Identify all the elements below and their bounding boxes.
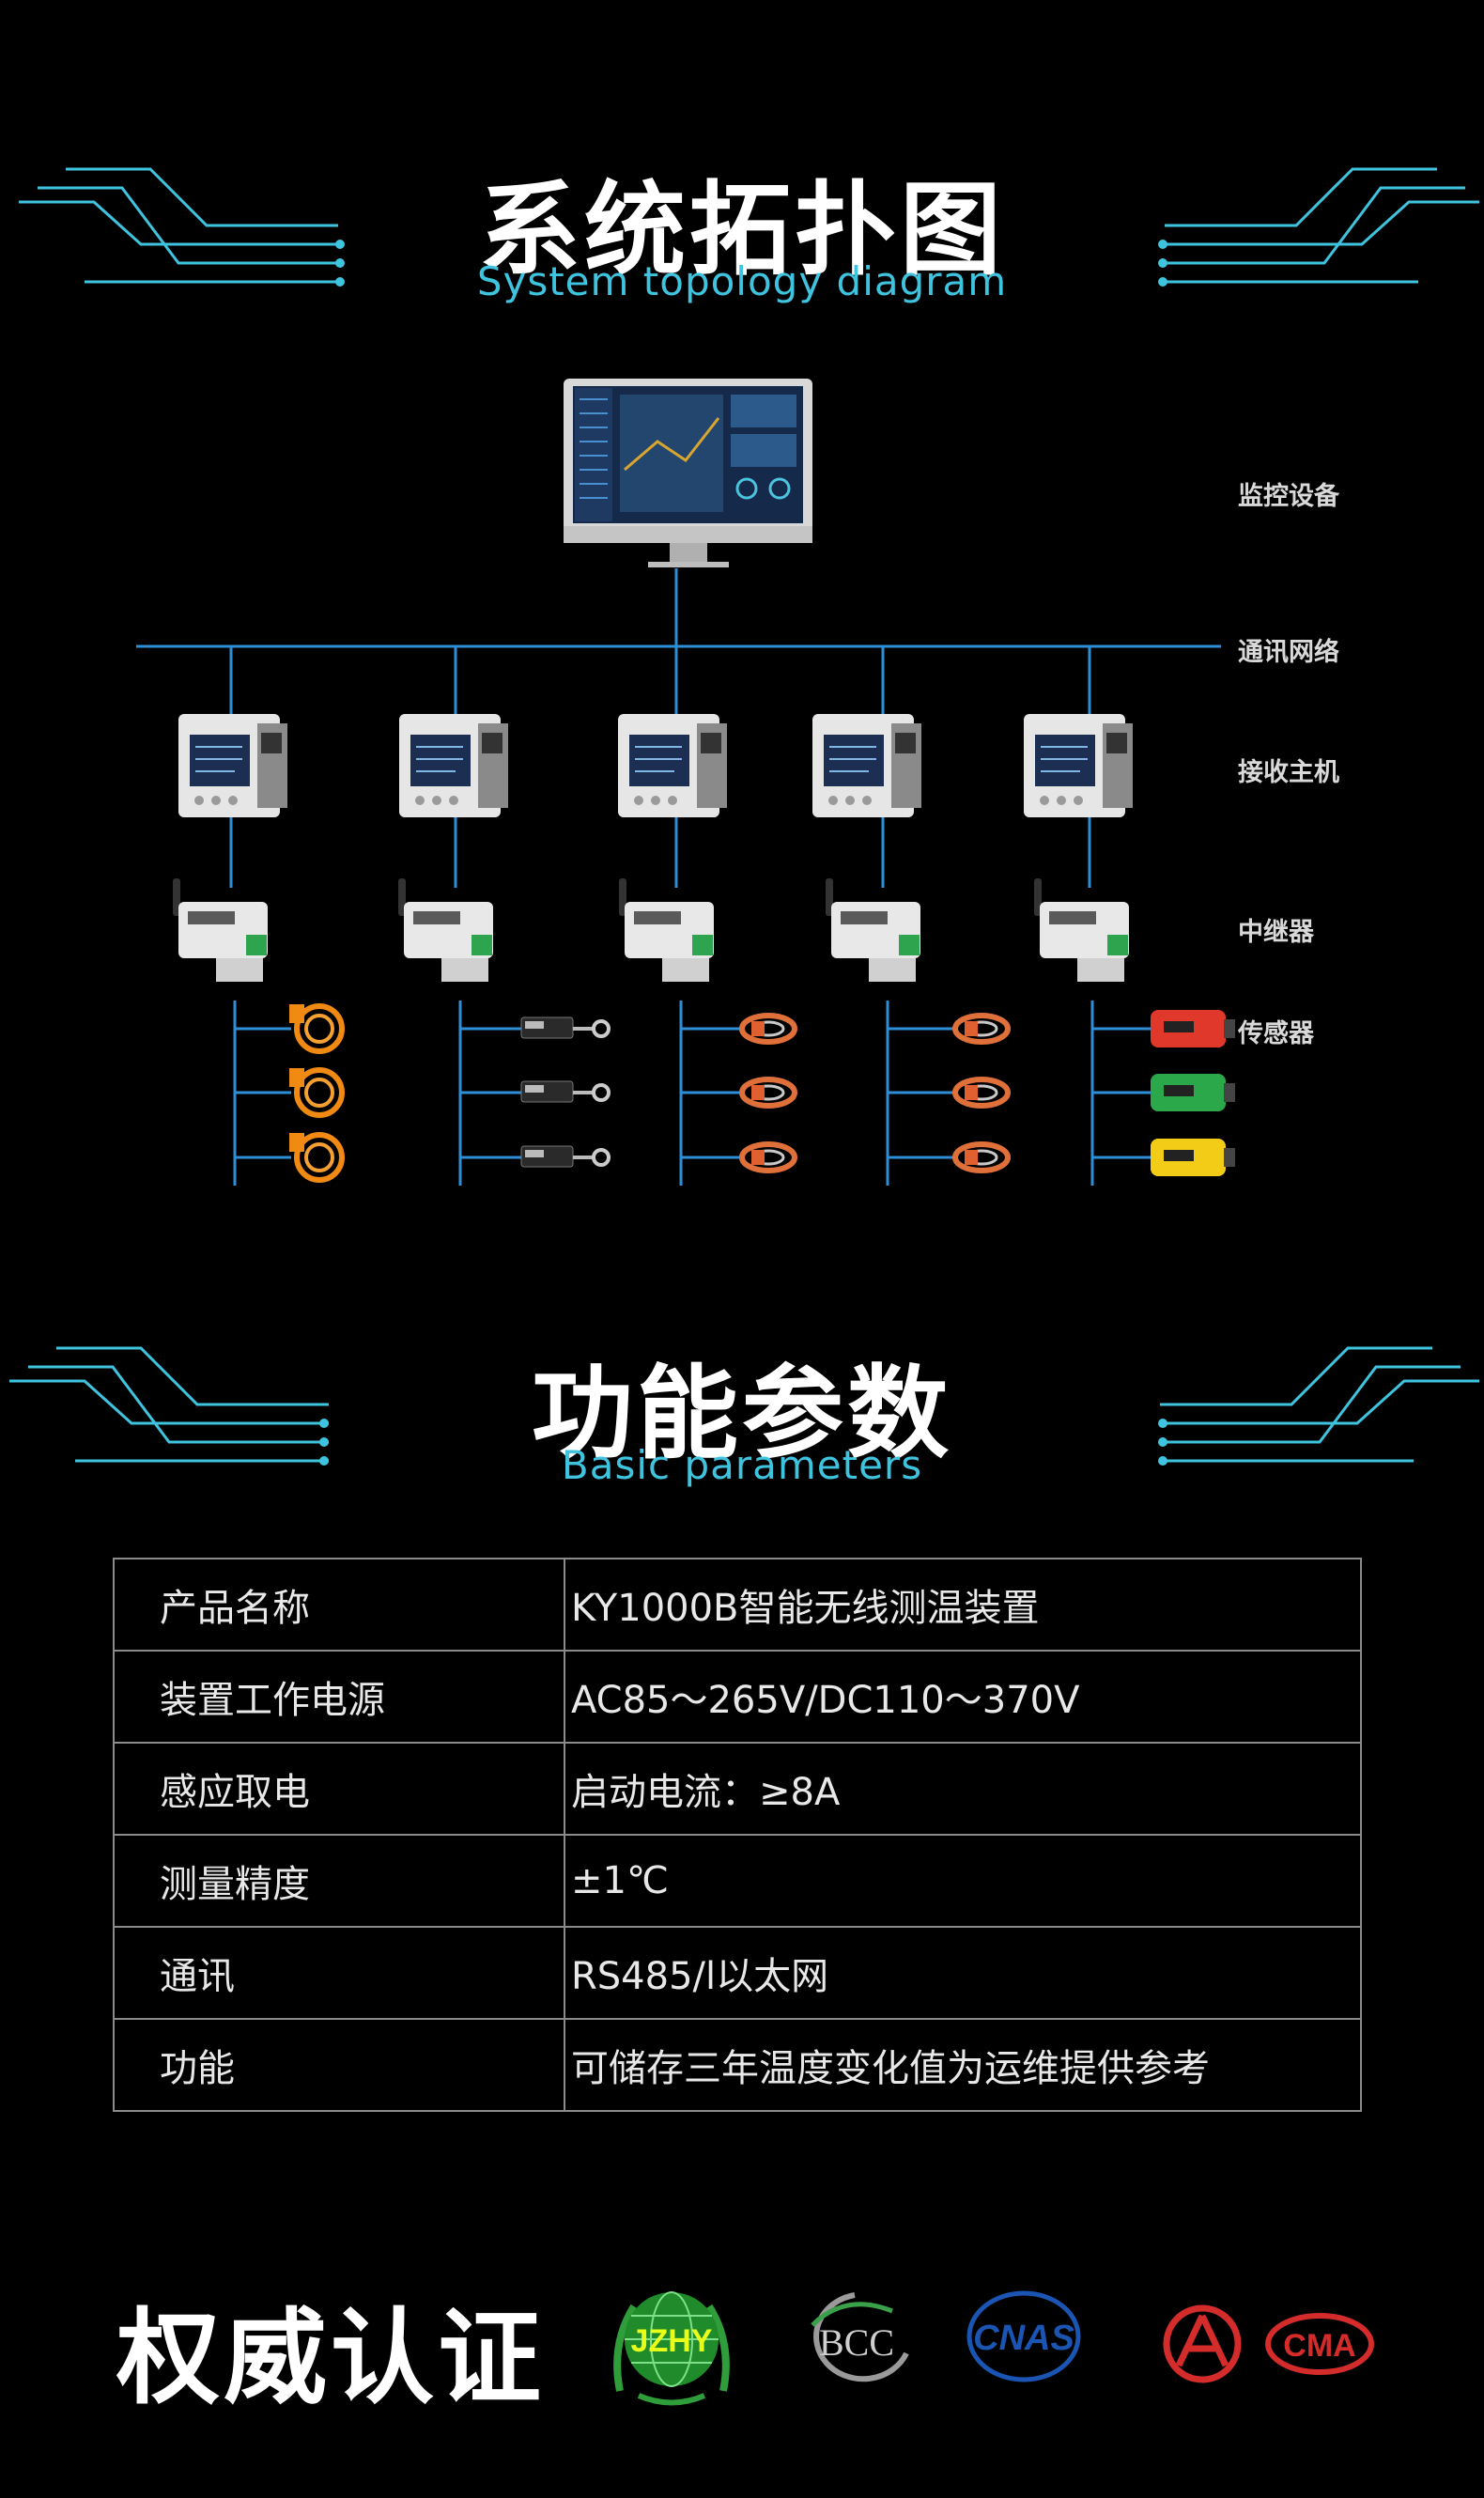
ring-sensor	[952, 1013, 1011, 1045]
sensor-group	[289, 1003, 1235, 1183]
svg-text:BCC: BCC	[819, 2321, 894, 2364]
label-receiver: 接收主机	[1238, 758, 1339, 787]
param-row: 感应取电启动电流：≥8A	[113, 1742, 1362, 1836]
clip-sensor	[520, 1145, 611, 1168]
ring-sensor	[952, 1141, 1011, 1173]
collector-device	[826, 878, 920, 982]
block-sensor	[1151, 1074, 1235, 1111]
receiver-host	[1024, 714, 1133, 817]
block-sensor	[1151, 1139, 1235, 1176]
cnas-logo: CNAS	[966, 2290, 1081, 2382]
param-key: 测量精度	[113, 1834, 565, 1928]
right-circuit-decoration	[1158, 167, 1479, 287]
clip-sensor	[520, 1016, 611, 1039]
collector-device	[398, 878, 493, 982]
param-key: 感应取电	[113, 1742, 565, 1836]
label-sensor: 传感器	[1238, 1019, 1314, 1048]
param-value: RS485/l以太网	[564, 1926, 1362, 2020]
coil-sensor	[289, 1003, 345, 1054]
param-row: 功能可储存三年温度变化值为运维提供参考	[113, 2018, 1362, 2112]
param-key: 产品名称	[113, 1558, 565, 1652]
param-value: KY1000B智能无线测温装置	[564, 1558, 1362, 1652]
param-row: 测量精度±1℃	[113, 1834, 1362, 1928]
params-title: 功能参数	[531, 1356, 952, 1473]
monitor-device	[564, 379, 812, 567]
receiver-host	[178, 714, 287, 817]
coil-sensor	[289, 1067, 345, 1118]
left-circuit-decoration-2	[9, 1346, 329, 1466]
coil-sensor	[289, 1132, 345, 1183]
ring-sensor	[739, 1141, 797, 1173]
jzhy-logo: JZHY	[613, 2291, 730, 2406]
label-collector: 中继器	[1238, 918, 1314, 947]
svg-text:JZHY: JZHY	[631, 2323, 713, 2359]
certification-title: 权威认证	[116, 2298, 545, 2418]
bcc-logo: BCC	[811, 2292, 909, 2382]
clip-sensor	[520, 1080, 611, 1103]
param-value: 启动电流：≥8A	[564, 1742, 1362, 1836]
label-network: 通讯网络	[1238, 638, 1339, 667]
topology-title: 系统拓扑图	[478, 172, 1005, 289]
params-subtitle: Basic parameters	[561, 1442, 923, 1488]
right-circuit-decoration-2	[1158, 1346, 1479, 1466]
label-monitor: 监控设备	[1238, 482, 1339, 511]
collector-devices	[173, 878, 1129, 982]
param-key: 通讯	[113, 1926, 565, 2020]
param-key: 装置工作电源	[113, 1650, 565, 1744]
left-circuit-decoration	[19, 167, 345, 287]
ring-sensor	[739, 1077, 797, 1109]
topology-subtitle: System topology diagram	[476, 258, 1008, 304]
param-value: AC85～265V/DC110～370V	[564, 1650, 1362, 1744]
collector-device	[1034, 878, 1129, 982]
cma-logo: CMA	[1163, 2304, 1374, 2383]
param-value: ±1℃	[564, 1834, 1362, 1928]
param-key: 功能	[113, 2018, 565, 2112]
topology-diagram: 监控设备 通讯网络 接收主机 中继器 传感器	[0, 357, 1484, 1202]
collector-device	[619, 878, 714, 982]
collector-device	[173, 878, 268, 982]
ring-sensor	[952, 1077, 1011, 1109]
svg-text:CMA: CMA	[1283, 2328, 1355, 2364]
receiver-hosts	[178, 714, 1133, 817]
block-sensor	[1151, 1010, 1235, 1047]
svg-text:CNAS: CNAS	[973, 2319, 1074, 2358]
ring-sensor	[739, 1013, 797, 1045]
receiver-host	[618, 714, 727, 817]
receiver-host	[399, 714, 508, 817]
param-value: 可储存三年温度变化值为运维提供参考	[564, 2018, 1362, 2112]
receiver-host	[812, 714, 921, 817]
